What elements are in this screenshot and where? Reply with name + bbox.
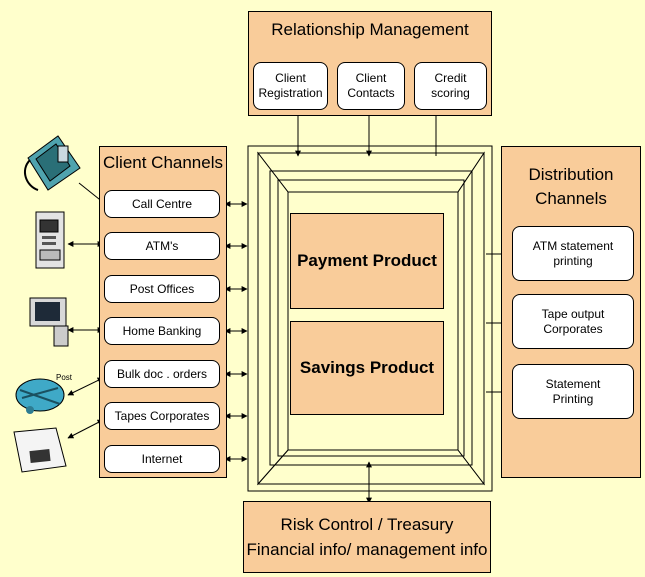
internet-box[interactable]: Internet [104, 445, 220, 473]
call-centre-box[interactable]: Call Centre [104, 190, 220, 218]
risk-control-panel: Risk Control / Treasury Financial info/ … [243, 501, 491, 573]
bulk-doc-orders-box[interactable]: Bulk doc . orders [104, 360, 220, 388]
risk-title: Risk Control / Treasury [280, 515, 454, 534]
computer-icon [29, 297, 69, 347]
panel-title: Distribution Channels [528, 165, 614, 208]
home-banking-box[interactable]: Home Banking [104, 317, 220, 345]
savings-product-box[interactable]: Savings Product [290, 321, 444, 415]
payment-product-box[interactable]: Payment Product [290, 213, 444, 309]
core-frame [247, 145, 493, 492]
atms-box[interactable]: ATM's [104, 232, 220, 260]
channel-core-arrows [224, 201, 248, 462]
panel-title: Client Channels [102, 153, 223, 172]
floppy-disk-icon [13, 427, 67, 473]
post-offices-box[interactable]: Post Offices [104, 275, 220, 303]
mail-icon [15, 378, 65, 414]
atm-machine-icon [35, 211, 65, 269]
risk-subtitle: Financial info/ management info [246, 540, 488, 559]
telephone-icon [23, 135, 81, 191]
panel-title: Relationship Management [271, 20, 469, 39]
post-label: Post [56, 373, 73, 382]
tapes-corporates-box[interactable]: Tapes Corporates [104, 402, 220, 430]
